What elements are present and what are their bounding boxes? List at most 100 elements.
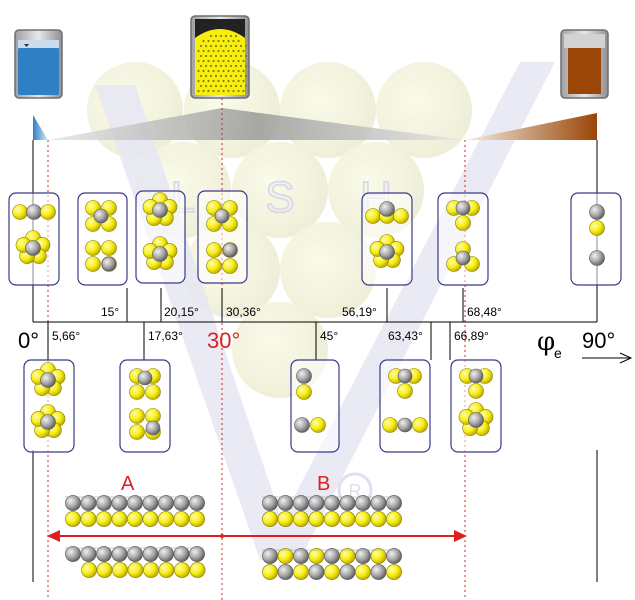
yellow-atom [412,417,428,433]
gray-atom [214,208,230,224]
tick-label-30-36: 30,36° [226,305,261,319]
yellow-atom [81,562,97,578]
gray-atom [111,546,128,562]
gray-atom [93,208,109,224]
tick-label-15: 15° [101,305,119,319]
yellow-atom [324,511,340,527]
yellow-atom [355,511,371,527]
yellow-atom [85,240,101,256]
yellow-atom [339,548,356,564]
yellow-atom [277,511,294,527]
yellow-atom [365,208,381,224]
structure-card-30-36 [197,190,248,284]
yellow-atom [589,220,605,236]
gray-atom [293,495,309,511]
gray-atom [386,495,402,511]
gray-atom [137,370,153,386]
structure-card-45 [290,359,340,453]
gray-atom [127,546,143,562]
gray-atom [262,495,278,511]
yellow-atom [142,511,159,527]
gray-atom [189,495,205,511]
gray-atom [127,495,143,511]
phi-axis: 15° 20,15° 30,36° 56,19° 68,48° 5,66° 17… [18,288,633,364]
gray-atom [142,546,159,562]
tick-label-56-19: 56,19° [342,305,377,319]
yellow-atom [206,258,222,274]
yellow-atom [397,383,413,399]
yellow-atom [277,548,294,564]
yellow-atom [324,564,340,580]
axis-arrow-icon [582,352,633,364]
phase-gradient-strip [33,108,597,140]
gray-atom [296,368,312,384]
tick-label-45: 45° [320,329,338,343]
gray-atom [397,368,413,384]
gray-atom [308,495,325,511]
yellow-atom [112,562,128,578]
gray-atom [40,372,56,388]
gray-atom [158,546,174,562]
gray-atom [355,548,371,564]
yellow-atom [310,417,326,433]
gray-atom [80,546,97,562]
gray-atom [96,546,112,562]
structure-card-17-63 [119,359,171,453]
yellow-atom [173,511,190,527]
tick-label-66-89: 66,89° [454,329,489,343]
yellow-atom [158,511,174,527]
structure-card-66-89 [450,359,502,453]
gray-atom [397,417,413,433]
gray-atom [455,250,471,266]
structure-card-15 [77,192,128,286]
structure-card-20-15 [135,190,186,284]
gray-atom [145,420,161,436]
gray-atom [189,546,205,562]
gray-atom [111,495,128,511]
yellow-atom [386,511,402,527]
yellow-atom [85,256,101,272]
yellow-atom [129,384,145,400]
yellow-atom [293,511,309,527]
yellow-atom [111,511,128,527]
watermark-letter-s: S [265,173,294,222]
axis-start-label: 0° [18,328,39,353]
yellow-atom [158,562,175,578]
yellow-atom [468,383,484,399]
yellow-atom [262,511,278,527]
atom-rows [65,495,402,580]
tick-label-5-66: 5,66° [52,329,80,343]
gray-atom [222,242,238,258]
yellow-atom [222,258,238,274]
structure-card-5-66 [23,359,75,453]
gray-atom [370,564,387,580]
gray-atom [65,546,81,562]
yellow-atom [393,208,409,224]
yellow-atom [80,511,97,527]
gray-atom [152,202,168,218]
structure-card-68-48 [437,192,489,286]
axis-mid-label: 30° [207,328,240,353]
yellow-atom [370,511,387,527]
yellow-atom [174,562,190,578]
yellow-atom [308,511,325,527]
gray-atom [277,495,294,511]
gray-atom [324,495,340,511]
yellow-atom [339,511,356,527]
yellow-atom [455,215,471,231]
structure-card-56-19 [361,192,413,286]
gray-atom [142,495,159,511]
region-b-label: B [317,473,330,495]
yellow-atom [382,417,398,433]
svg-text:R: R [349,481,362,501]
gray-atom [96,495,112,511]
region-a-label: A [121,473,135,495]
gray-atom [294,417,310,433]
yellow-atom [143,562,159,578]
brown-liquid-beaker-icon [560,29,609,99]
yellow-atom [145,384,161,400]
gray-atom [379,201,395,217]
yellow-atom [308,548,325,564]
yellow-atom [129,424,145,440]
